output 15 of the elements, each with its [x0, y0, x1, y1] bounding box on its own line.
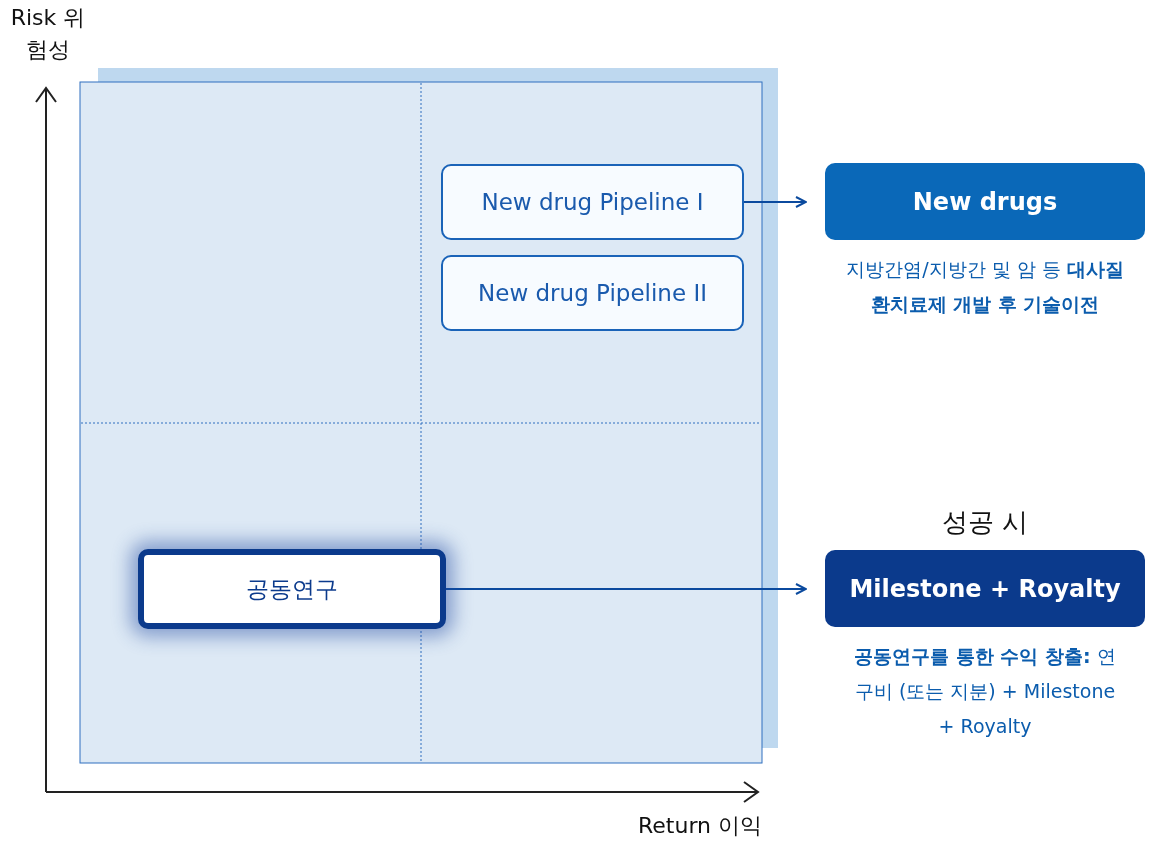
note-text: 지방간염/지방간 및 암 등 대사질환치료제 개발 후 기술이전: [845, 257, 1125, 317]
result-box: Milestone + Royalty: [825, 550, 1145, 627]
box-heading: 성공 시: [940, 506, 1030, 539]
note-text: 공동연구를 통한 수익 창출: 연구비 (또는 지분) + Milestone + Royalty: [853, 644, 1117, 739]
process-box: [138, 549, 446, 629]
arrow: [743, 196, 807, 208]
arrow: [445, 583, 807, 595]
result-box: New drugs: [825, 163, 1145, 240]
axis-label: Return 이익: [637, 812, 763, 840]
axis-label: Risk 위험성: [9, 4, 87, 64]
box-label: 공동연구: [246, 574, 338, 604]
process-box: [441, 255, 744, 331]
box-label: New drug Pipeline I: [481, 189, 704, 215]
box-label: New drug Pipeline II: [478, 280, 707, 306]
process-box: [441, 164, 744, 240]
